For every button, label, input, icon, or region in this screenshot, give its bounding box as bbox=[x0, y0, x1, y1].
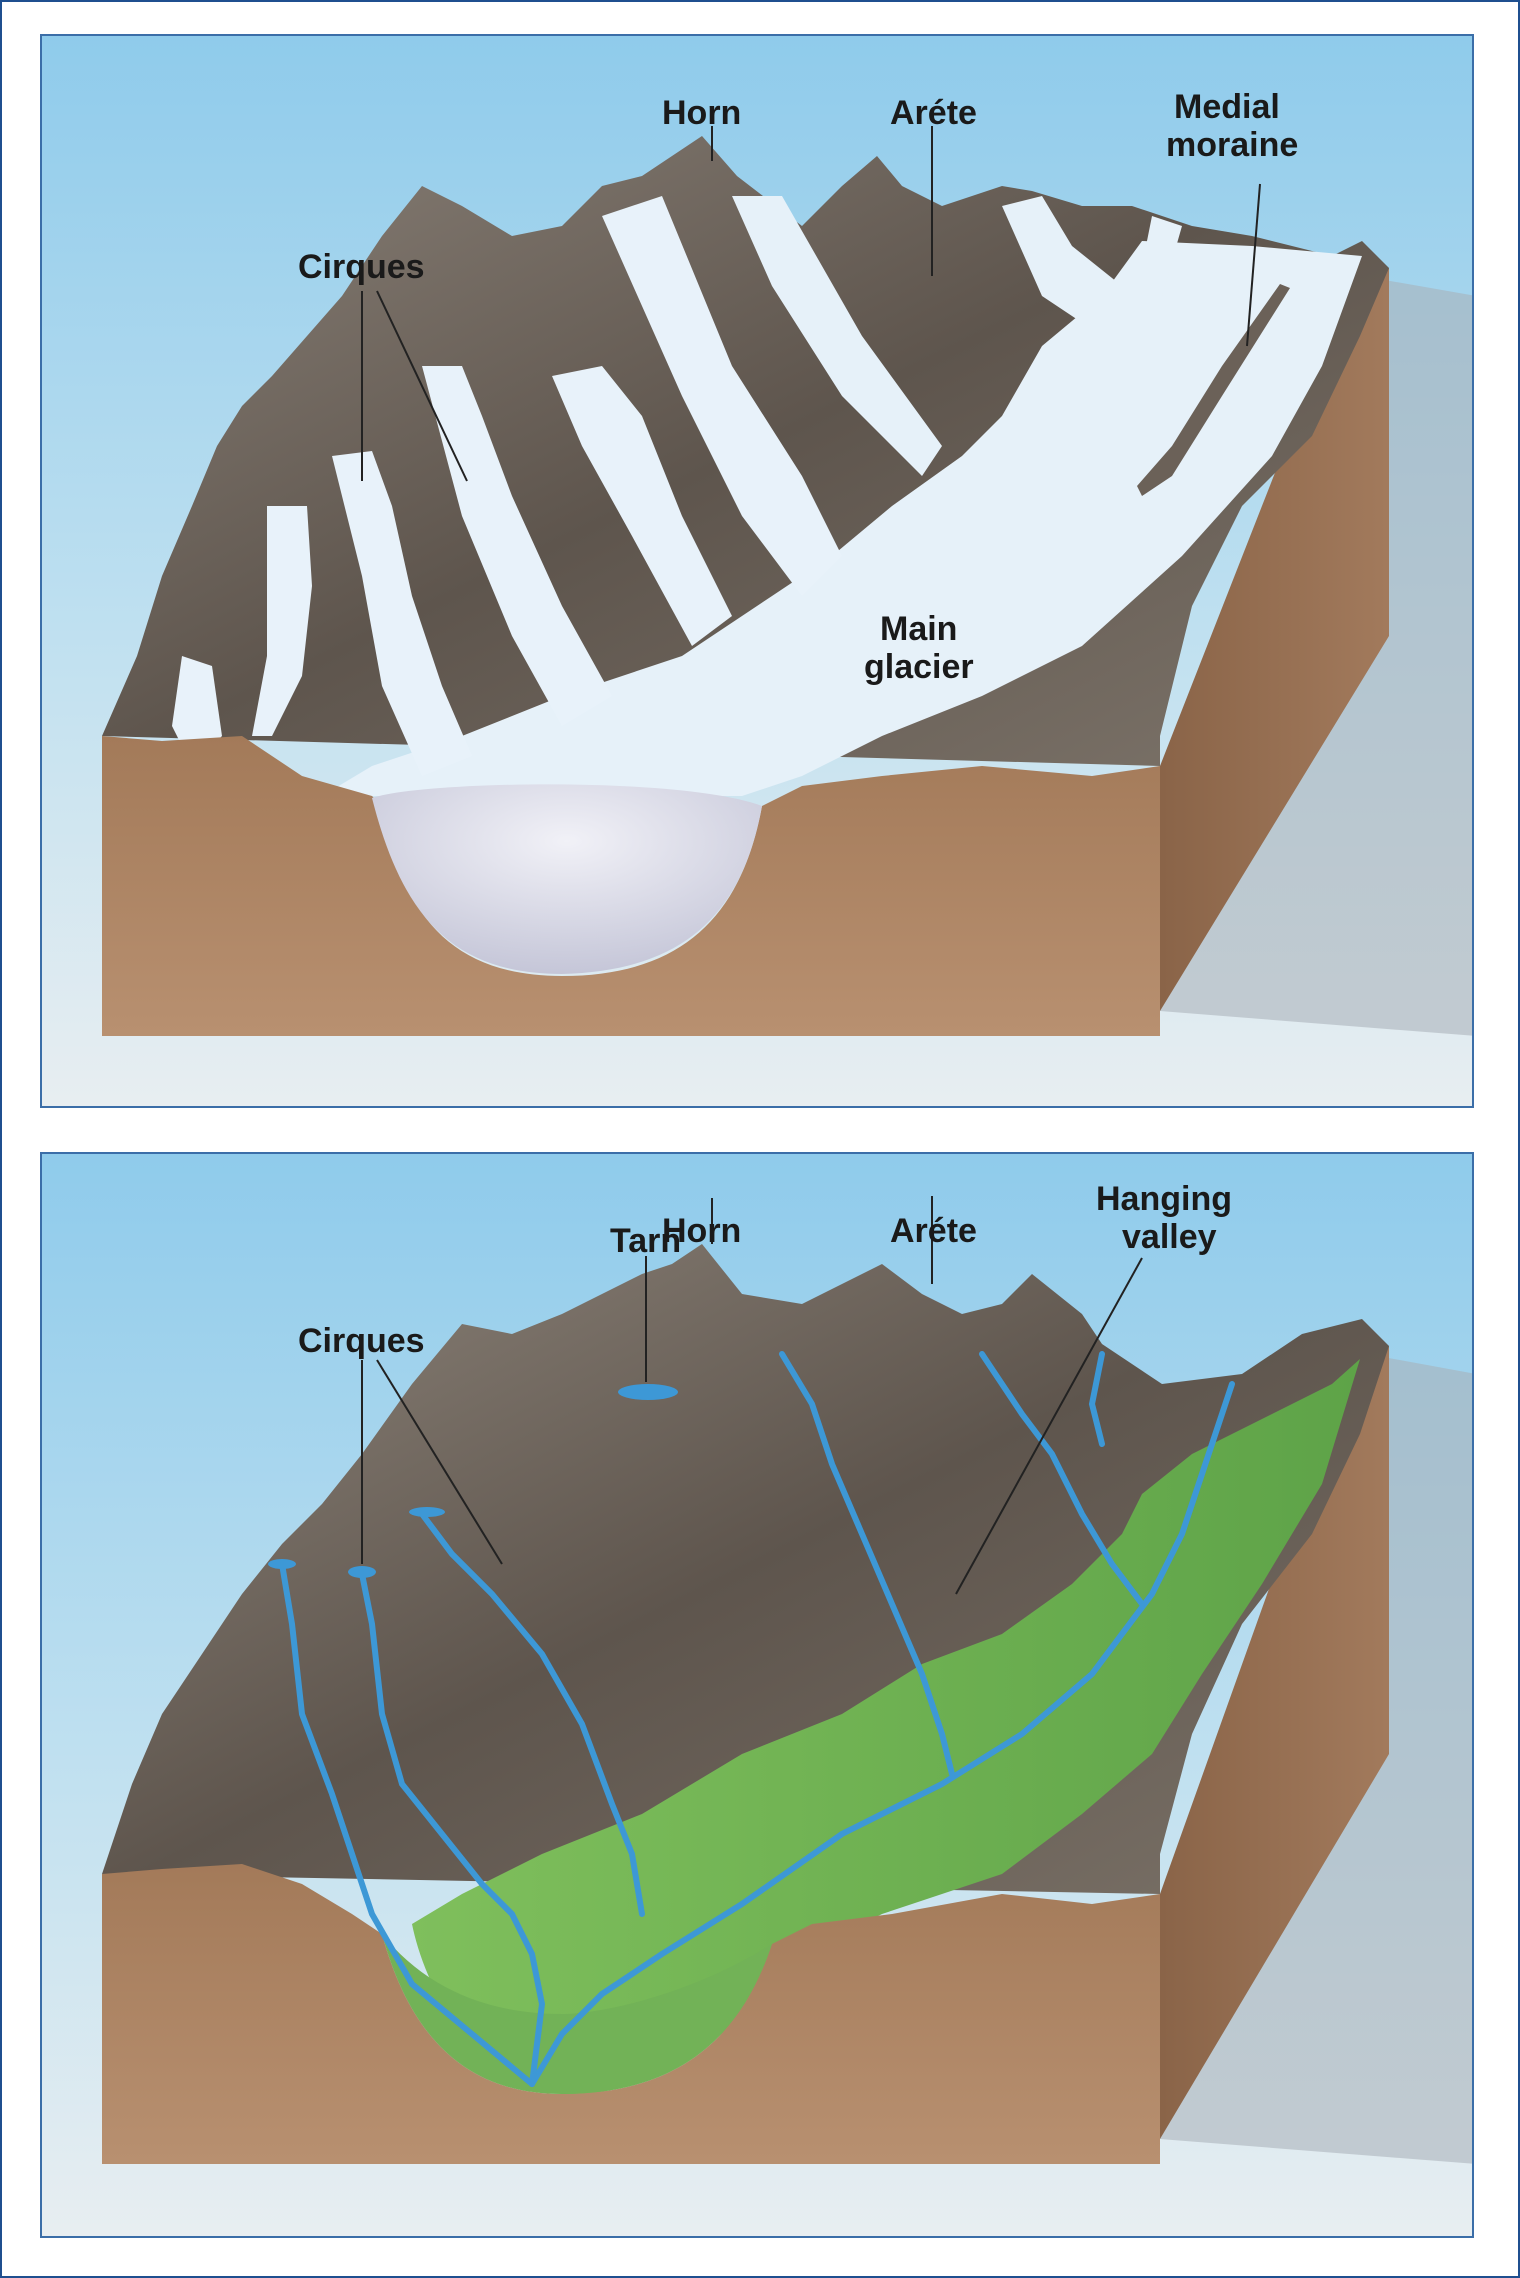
postglacial-landscape-illustration bbox=[42, 1154, 1472, 2236]
medial-moraine-label-line1: Medial bbox=[1174, 88, 1280, 126]
postglacial-landscape-panel: Horn Aréte Hanging valley Tarn Cirques bbox=[40, 1152, 1474, 2238]
tributary-glacier-7 bbox=[252, 506, 312, 736]
valley-floor-cross-section bbox=[382, 1934, 772, 2094]
tributary-glacier-2 bbox=[732, 196, 942, 476]
cirque-lake-2 bbox=[348, 1566, 376, 1578]
block-front-face bbox=[102, 1864, 1160, 2164]
tributary-glacier-3 bbox=[1002, 196, 1182, 336]
block-side-face bbox=[1160, 256, 1389, 1011]
main-glacier-label-line1: Main bbox=[880, 610, 958, 648]
glaciated-landscape-panel: Horn Aréte Medial moraine Cirques Main g… bbox=[40, 34, 1474, 1108]
medial-moraine-ridge bbox=[1137, 284, 1290, 496]
medial-moraine-label-line2: moraine bbox=[1166, 126, 1299, 164]
hanging-valley-leader-line bbox=[955, 1257, 1143, 1595]
hanging-valley-label-line2: valley bbox=[1122, 1218, 1217, 1256]
block-side-face bbox=[1160, 1334, 1389, 2139]
tributary-glacier-4 bbox=[552, 366, 732, 646]
valley-vegetation bbox=[412, 1359, 1360, 2095]
tarn-label: Tarn bbox=[610, 1222, 682, 1260]
cirques-leader-line-2 bbox=[376, 290, 468, 482]
tributary-glacier-5 bbox=[422, 366, 612, 726]
tributary-glacier-1 bbox=[602, 196, 842, 596]
medial-moraine-leader-line bbox=[1246, 183, 1261, 347]
hanging-valley-label-line1: Hanging bbox=[1096, 1180, 1232, 1218]
upper-hanging-stream bbox=[1088, 1351, 1105, 1447]
cirque-stream-left bbox=[279, 1561, 535, 2087]
glacier-cross-section bbox=[372, 784, 762, 974]
main-glacier-ice bbox=[322, 241, 1362, 796]
arete-stream bbox=[779, 1351, 955, 1777]
horn-label: Horn bbox=[662, 1212, 742, 1250]
block-front-face bbox=[102, 736, 1160, 1036]
upper-valley-stream bbox=[419, 1511, 645, 1917]
cirques-label: Cirques bbox=[298, 1322, 425, 1360]
stream-network bbox=[279, 1351, 1235, 2087]
main-river bbox=[529, 1381, 1235, 2087]
glaciated-landscape-illustration bbox=[42, 36, 1472, 1106]
cirques-label: Cirques bbox=[298, 248, 425, 286]
horn-label: Horn bbox=[662, 94, 742, 132]
cirque-stream-right bbox=[359, 1571, 546, 2087]
arete-label: Aréte bbox=[890, 1212, 977, 1250]
main-glacier-label-line2: glacier bbox=[864, 648, 974, 686]
tarn-lake bbox=[618, 1384, 678, 1400]
tributary-glacier-6 bbox=[332, 451, 472, 776]
hanging-valley-stream bbox=[979, 1351, 1145, 1607]
cirque-lake-1 bbox=[268, 1559, 296, 1569]
cirque-lake-3 bbox=[409, 1507, 445, 1517]
arete-label: Aréte bbox=[890, 94, 977, 132]
cirques-leader-line-2 bbox=[376, 1359, 503, 1565]
